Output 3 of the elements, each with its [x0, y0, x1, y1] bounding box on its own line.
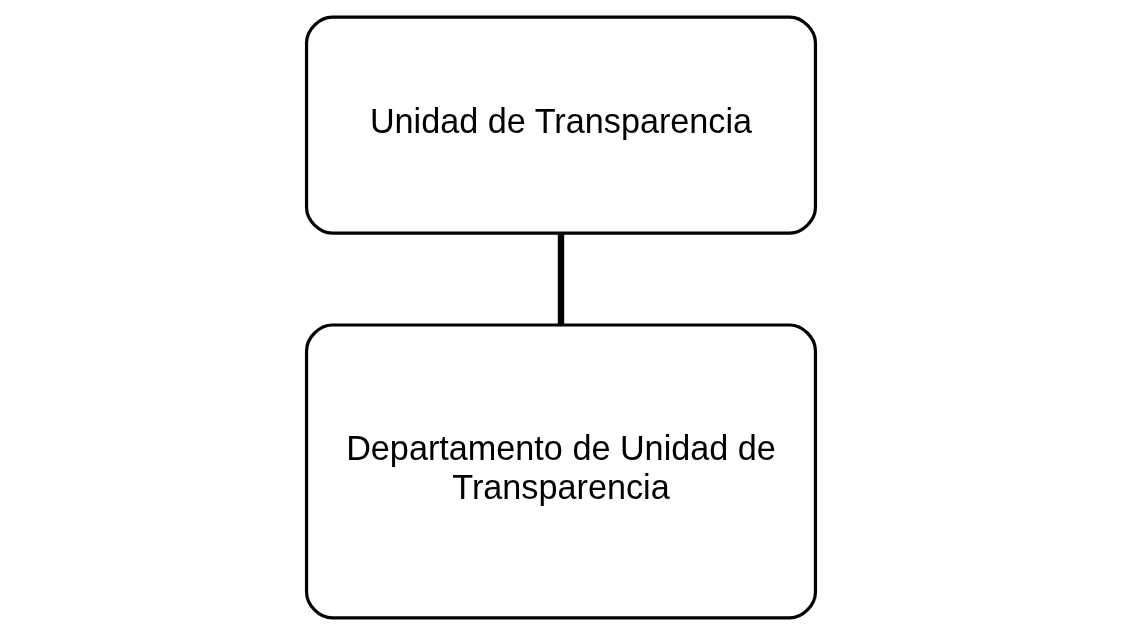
node-box: Unidad de Transparencia [304, 15, 817, 235]
connector [557, 233, 564, 325]
node-box: Departamento de Unidad de Transparencia [304, 323, 817, 620]
